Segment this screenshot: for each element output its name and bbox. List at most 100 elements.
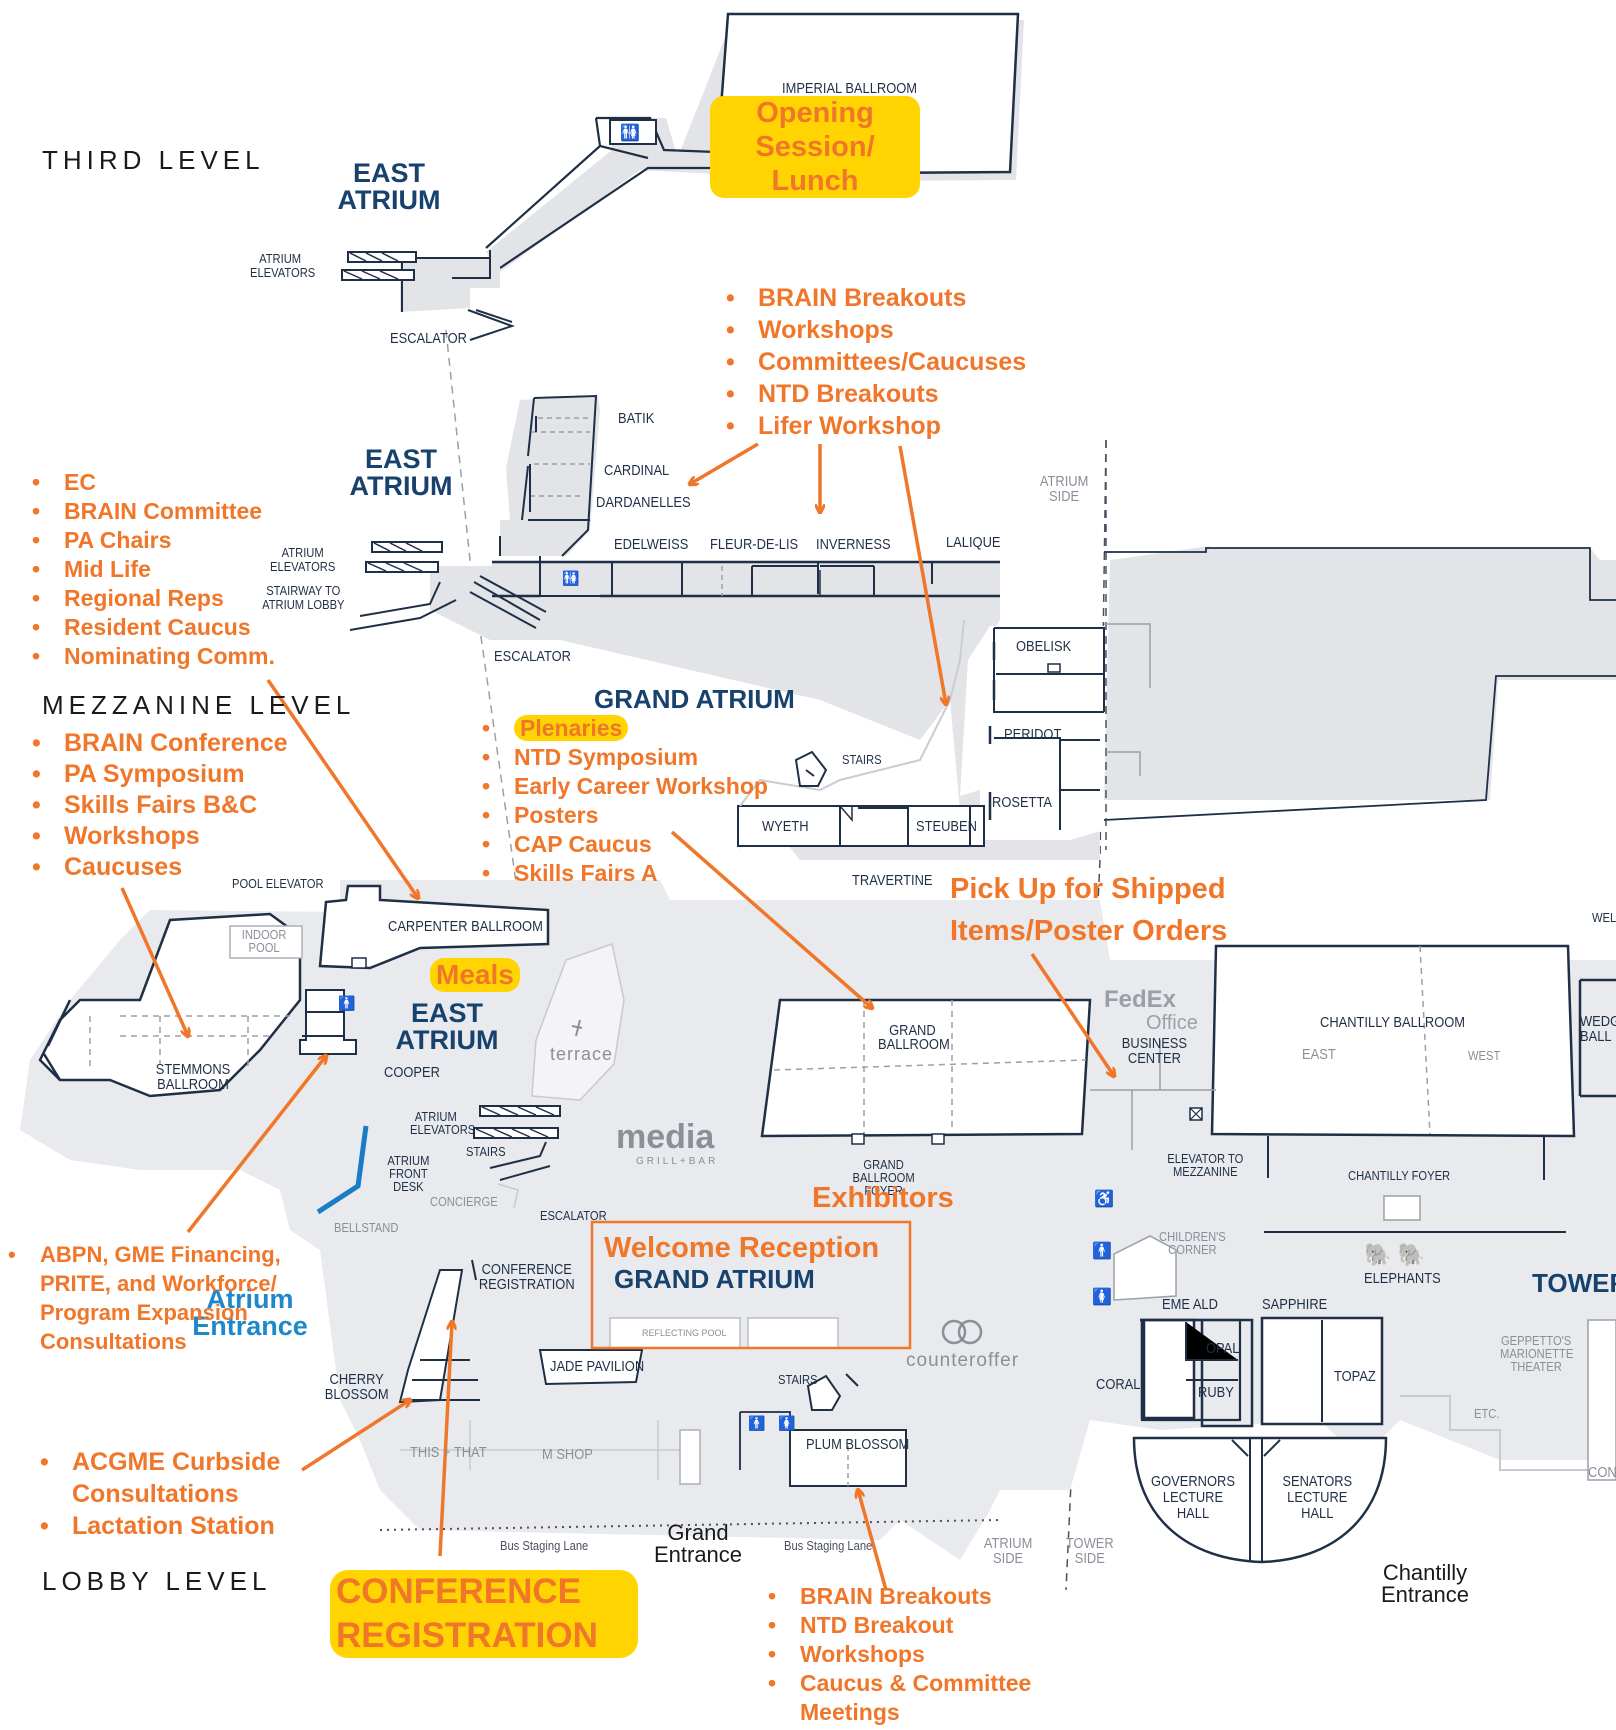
grand-atrium-callout-list: Plenaries NTD Symposium Early Career Wor… [480, 714, 768, 888]
wedgwood-ballroom-label: WEDG BALL [1580, 1013, 1616, 1045]
cherry-blossom-label: CHERRY BLOSSOM [324, 1371, 389, 1403]
callout-item: Workshops [766, 1640, 1050, 1669]
dardanelles-label: DARDANELLES [596, 494, 691, 511]
callout-item: Caucuses [30, 852, 288, 883]
obelisk-label: OBELISK [1016, 638, 1072, 655]
conference-registration-callout: CONFERENCE REGISTRATION [330, 1570, 638, 1658]
pickup-callout: Pick Up for Shipped Items/Poster Orders [950, 873, 1228, 947]
callout-item: EC [30, 468, 275, 497]
topaz-label: TOPAZ [1334, 1368, 1376, 1385]
counteroffer-logo: counteroffer [906, 1350, 1020, 1371]
callout-item: Skills Fairs A [480, 859, 768, 888]
wel-label: WEL [1592, 910, 1616, 925]
stemmons-callout-list: BRAIN Conference PA Symposium Skills Fai… [30, 728, 288, 883]
callout-item: Committees/Caucuses [724, 346, 1026, 378]
callout-item: ABPN, GME Financing, PRITE, and Workforc… [6, 1240, 290, 1356]
east-atrium-mezz: EAST ATRIUM [349, 444, 453, 501]
chantilly-east-label: EAST [1302, 1046, 1336, 1063]
atrium-elevators-lobby [473, 1105, 561, 1139]
fedex-logo: FedEx [1104, 986, 1177, 1013]
m-shop-label: M SHOP [542, 1446, 593, 1463]
grand-atrium-lobby: GRAND ATRIUM [614, 1264, 815, 1294]
atrium-side-lobby: ATRIUM SIDE [983, 1535, 1033, 1567]
mezz-left-callout-list: EC BRAIN Committee PA Chairs Mid Life Re… [30, 468, 275, 671]
svg-text:🚹: 🚹 [748, 1415, 765, 1432]
level-title-third: THIRD LEVEL [42, 145, 265, 175]
tower-heading: TOWER [1532, 1268, 1616, 1298]
acgme-callout-list: ACGME Curbside Consultations Lactation S… [38, 1446, 312, 1542]
this-that-label: THIS + THAT [410, 1444, 487, 1461]
media-sub-logo: GRILL+BAR [636, 1156, 719, 1167]
callout-item: ACGME Curbside Consultations [38, 1446, 312, 1510]
travertine-label: TRAVERTINE [852, 872, 933, 889]
stairs-lobby-label: STAIRS [778, 1372, 818, 1387]
atrium-side-mezz: ATRIUM SIDE [1039, 473, 1089, 505]
escalator-third-label: ESCALATOR [390, 330, 467, 347]
callout-item: Regional Reps [30, 584, 275, 613]
svg-text:🚻: 🚻 [620, 123, 640, 142]
callout-item: Caucus & Committee Meetings [766, 1669, 1050, 1727]
edelweiss-label: EDELWEISS [614, 536, 689, 553]
callout-item: CAP Caucus [480, 830, 768, 859]
svg-text:🐘 🐘: 🐘 🐘 [1364, 1242, 1425, 1267]
plenaries-highlight: Plenaries [514, 715, 629, 741]
childrens-corner-label: CHILDREN'S CORNER [1159, 1229, 1226, 1257]
grand-entrance-label: Grand Entrance [653, 1520, 743, 1567]
svg-text:🚹: 🚹 [338, 995, 355, 1012]
cooper-label: COOPER [384, 1064, 440, 1081]
callout-item: NTD Symposium [480, 743, 768, 772]
callout-item: Nominating Comm. [30, 642, 275, 671]
senators-lecture-hall-label: SENATORS LECTURE HALL [1282, 1473, 1353, 1522]
callout-item: PA Chairs [30, 526, 275, 555]
stairway-label: STAIRWAY TO ATRIUM LOBBY [262, 583, 345, 612]
svg-text:🚻: 🚻 [562, 570, 579, 587]
mezzanine-level-floor: 🚻 [349, 394, 1616, 860]
wyeth-label: WYETH [762, 818, 809, 835]
plum-blossom-label: PLUM BLOSSOM [806, 1436, 910, 1453]
callout-item: BRAIN Conference [30, 728, 288, 759]
media-logo: media [616, 1118, 715, 1156]
atrium-elevators-lobby-label: ATRIUM ELEVATORS [410, 1109, 476, 1137]
atrium-elevators-third [341, 251, 417, 281]
svg-text:🚹: 🚹 [1092, 1241, 1112, 1260]
business-center-label: BUSINESS CENTER [1121, 1035, 1188, 1067]
grand-atrium-mezz: GRAND ATRIUM [594, 684, 795, 714]
level-title-lobby: LOBBY LEVEL [42, 1566, 272, 1596]
callout-item: Skills Fairs B&C [30, 790, 288, 821]
callout-item: Posters [480, 801, 768, 830]
con-label: CON [1588, 1464, 1616, 1481]
steuben-label: STEUBEN [916, 818, 977, 835]
grand-ballroom-foyer-label: GRAND BALLROOM FOYER [852, 1157, 915, 1198]
callout-item: Workshops [724, 314, 1026, 346]
sapphire-label: SAPPHIRE [1262, 1296, 1328, 1313]
exhibitors-callout: Exhibitors [812, 1182, 954, 1214]
chantilly-west-label: WEST [1468, 1048, 1501, 1063]
bus-lane-left-label: Bus Staging Lane [500, 1538, 589, 1553]
abpn-callout-list: ABPN, GME Financing, PRITE, and Workforc… [6, 1240, 290, 1356]
coral-label: CORAL [1096, 1376, 1141, 1393]
elephants-label: ELEPHANTS [1364, 1270, 1441, 1287]
imperial-ballroom-label: IMPERIAL BALLROOM [782, 80, 918, 97]
east-atrium-lobby: EAST ATRIUM [395, 998, 499, 1055]
carpenter-ballroom-label: CARPENTER BALLROOM [388, 918, 543, 935]
bellstand-label: BELLSTAND [334, 1220, 399, 1235]
welcome-reception-callout: Welcome Reception [604, 1232, 880, 1264]
batik-label: BATIK [618, 410, 655, 427]
plum-blossom-callout-list: BRAIN Breakouts NTD Breakout Workshops C… [766, 1582, 1050, 1727]
atrium-front-desk-label: ATRIUM FRONT DESK [387, 1153, 430, 1194]
jade-pavilion-label: JADE PAVILION [550, 1358, 645, 1375]
lobby-level-floor: 🐘 🐘 🚹 🚺 🚹 🚹 🚺 ♿ [20, 880, 1616, 1564]
svg-text:♿: ♿ [1094, 1189, 1114, 1208]
callout-item: Plenaries [480, 714, 768, 743]
callout-item: Early Career Workshop [480, 772, 768, 801]
stemmons-ballroom-label: STEMMONS BALLROOM [155, 1061, 231, 1093]
atrium-elevators-mezz-label: ATRIUM ELEVATORS [270, 545, 336, 574]
geppettos-theater-label: GEPPETTO'S MARIONETTE THEATER [1500, 1333, 1574, 1374]
concierge-label: CONCIERGE [430, 1194, 498, 1209]
svg-text:🚺: 🚺 [1092, 1287, 1112, 1306]
callout-item: BRAIN Breakouts [766, 1582, 1050, 1611]
third-level-callout-list: BRAIN Breakouts Workshops Committees/Cau… [724, 282, 1026, 442]
cardinal-label: CARDINAL [604, 462, 670, 479]
stairs-mezz-label: STAIRS [842, 752, 882, 767]
